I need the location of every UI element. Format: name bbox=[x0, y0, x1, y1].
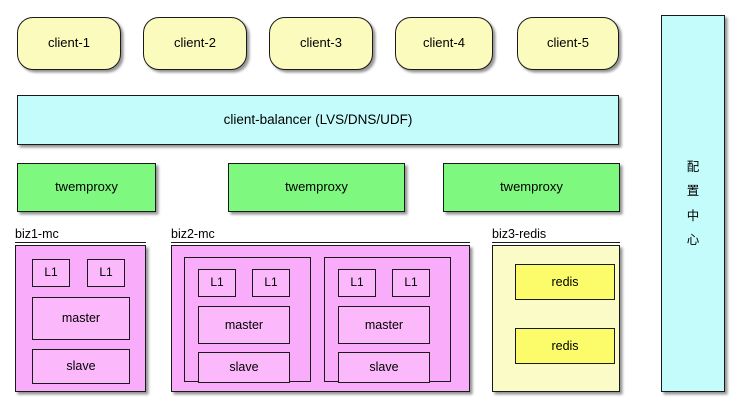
master-node[interactable]: master bbox=[338, 306, 430, 344]
cluster-label-biz3: biz3-redis bbox=[492, 227, 620, 243]
cluster-biz2-mc[interactable]: L1 L1 master slave L1 L1 master sla bbox=[171, 245, 470, 392]
twemproxy-label: twemproxy bbox=[55, 179, 118, 195]
replica-group[interactable]: L1 L1 master slave bbox=[184, 257, 311, 383]
client-balancer-node[interactable]: client-balancer (LVS/DNS/UDF) bbox=[17, 95, 619, 145]
cluster-label-biz1: biz1-mc bbox=[15, 227, 146, 243]
slave-label: slave bbox=[66, 359, 96, 374]
l1-label: L1 bbox=[264, 275, 278, 290]
slave-label: slave bbox=[229, 360, 259, 375]
client-node-label: client-1 bbox=[48, 35, 90, 51]
l1-label: L1 bbox=[210, 275, 224, 290]
master-label: master bbox=[61, 311, 101, 326]
slave-node[interactable]: slave bbox=[32, 349, 130, 384]
twemproxy-node-1[interactable]: twemproxy bbox=[17, 163, 156, 212]
slave-node[interactable]: slave bbox=[338, 352, 430, 383]
client-node-label: client-3 bbox=[300, 35, 342, 51]
master-label: master bbox=[224, 317, 264, 332]
l1-label: L1 bbox=[404, 275, 418, 290]
config-center-panel[interactable]: 配 置 中 心 bbox=[661, 15, 725, 392]
master-label: master bbox=[364, 317, 404, 332]
twemproxy-node-2[interactable]: twemproxy bbox=[228, 163, 405, 212]
l1-label: L1 bbox=[44, 265, 58, 280]
l1-label: L1 bbox=[350, 275, 364, 290]
l1-node[interactable]: L1 bbox=[87, 259, 125, 287]
client-balancer-label: client-balancer (LVS/DNS/UDF) bbox=[223, 112, 413, 128]
cluster-biz1-mc[interactable]: L1 L1 master slave bbox=[15, 245, 146, 392]
l1-node[interactable]: L1 bbox=[198, 269, 236, 297]
config-center-char: 配 bbox=[686, 159, 700, 174]
redis-node[interactable]: redis bbox=[515, 328, 615, 364]
client-node-label: client-4 bbox=[423, 35, 465, 51]
config-center-char: 中 bbox=[686, 208, 700, 223]
l1-node[interactable]: L1 bbox=[32, 259, 70, 287]
cluster-biz3-redis[interactable]: redis redis bbox=[492, 245, 620, 392]
client-node-3[interactable]: client-3 bbox=[269, 17, 373, 70]
slave-label: slave bbox=[369, 360, 399, 375]
redis-label: redis bbox=[551, 274, 579, 289]
config-center-char: 心 bbox=[686, 233, 700, 247]
twemproxy-node-3[interactable]: twemproxy bbox=[443, 163, 620, 212]
twemproxy-label: twemproxy bbox=[500, 179, 563, 195]
l1-node[interactable]: L1 bbox=[392, 269, 430, 297]
client-node-2[interactable]: client-2 bbox=[143, 17, 247, 70]
client-node-5[interactable]: client-5 bbox=[517, 17, 619, 70]
l1-node[interactable]: L1 bbox=[252, 269, 290, 297]
l1-label: L1 bbox=[99, 265, 113, 280]
client-node-label: client-2 bbox=[174, 35, 216, 51]
l1-node[interactable]: L1 bbox=[338, 269, 376, 297]
slave-node[interactable]: slave bbox=[198, 352, 290, 383]
master-node[interactable]: master bbox=[32, 297, 130, 340]
master-node[interactable]: master bbox=[198, 306, 290, 344]
cluster-label-biz2: biz2-mc bbox=[171, 227, 470, 243]
redis-label: redis bbox=[551, 338, 579, 353]
client-node-1[interactable]: client-1 bbox=[17, 17, 121, 70]
config-center-char: 置 bbox=[686, 184, 700, 198]
redis-node[interactable]: redis bbox=[515, 264, 615, 300]
client-node-label: client-5 bbox=[547, 35, 589, 51]
client-node-4[interactable]: client-4 bbox=[395, 17, 493, 70]
twemproxy-label: twemproxy bbox=[285, 179, 348, 195]
replica-group[interactable]: L1 L1 master slave bbox=[324, 257, 451, 383]
